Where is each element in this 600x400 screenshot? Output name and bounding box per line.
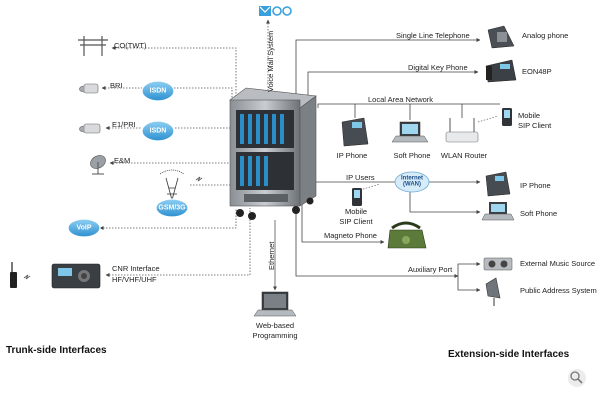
- label-web-2: Programming: [252, 331, 298, 340]
- line-lan-bus: [317, 103, 500, 108]
- label-magneto: Magneto Phone: [324, 231, 377, 240]
- e1pri-cable-icon: [79, 123, 101, 134]
- label-wlan: WLAN Router: [440, 151, 488, 160]
- label-aux: Auxiliary Port: [408, 265, 453, 274]
- gsm-cloud-icon: [155, 198, 189, 218]
- label-mobile-sip-1b: SIP Client: [518, 121, 552, 130]
- label-mobile-sip-2b: SIP Client: [339, 217, 373, 226]
- wireless-hints: [359, 115, 499, 191]
- label-ip-users: IP Users: [346, 173, 375, 182]
- label-eon: EON48P: [522, 67, 552, 76]
- em-antenna-icon: [90, 155, 106, 175]
- label-voicemail: Voice Mail System: [266, 30, 275, 92]
- line-pa: [457, 276, 481, 292]
- label-pa: Public Address System: [520, 286, 597, 295]
- line-magneto: [301, 200, 385, 244]
- extension-side-caption: Extension-side Interfaces: [448, 349, 570, 360]
- label-softphone-lan: Soft Phone: [393, 151, 431, 160]
- line-digital: [307, 70, 479, 96]
- label-co: CO(TWT): [114, 41, 147, 50]
- speaker-icon: [485, 277, 501, 306]
- label-softphone-wan: Soft Phone: [520, 209, 558, 218]
- gsm-tower-icon: [159, 169, 203, 201]
- line-ext-music: [457, 262, 481, 276]
- cabinet-icon: [229, 87, 317, 220]
- label-internet: Internet (WAN): [401, 176, 423, 189]
- label-ext-music: External Music Source: [520, 259, 596, 268]
- zoom-icon[interactable]: [568, 369, 586, 387]
- line-single: [295, 38, 481, 96]
- web-laptop-icon: [253, 291, 297, 317]
- line-co: [111, 46, 237, 100]
- bri-cable-icon: [79, 83, 99, 94]
- magneto-phone-icon: [387, 221, 427, 249]
- label-ipphone-lan: IP Phone: [336, 151, 368, 160]
- label-web-1: Web-based: [255, 321, 295, 330]
- label-ethernet: Ethernet: [267, 241, 276, 270]
- line-aux: [295, 205, 459, 278]
- label-mobile-sip-2a: Mobile: [344, 207, 368, 216]
- ip-phone-wan-icon: [485, 171, 511, 197]
- line-cnr: [105, 208, 251, 277]
- label-cnr-2: HF/VHF/UHF: [112, 275, 157, 284]
- ip-phone-icon: [341, 117, 369, 147]
- label-cnr-1: CNR Interface: [112, 264, 160, 273]
- center-connections: [266, 19, 277, 291]
- handheld-radio-icon: [10, 262, 31, 288]
- label-bri: BRI: [110, 81, 123, 90]
- label-digital-key: Digital Key Phone: [408, 63, 468, 72]
- label-gsm: GSM/3G: [158, 204, 186, 212]
- voicemail-logo-icon: [259, 6, 292, 16]
- label-analog: Analog phone: [522, 31, 569, 40]
- laptop-wan-icon: [481, 202, 515, 221]
- music-source-icon: [483, 257, 513, 271]
- label-mobile-sip-1a: Mobile: [518, 111, 541, 120]
- label-internet-b: (WAN): [402, 182, 421, 188]
- label-isdn-1: ISDN: [149, 87, 167, 95]
- radio-icon: [51, 263, 101, 289]
- isdn-cloud-icon: [141, 80, 175, 142]
- label-e1pri: E1/PRI: [112, 120, 136, 129]
- trunk-side-caption: Trunk-side Interfaces: [6, 345, 107, 356]
- label-voip: VoIP: [76, 224, 92, 232]
- mobile-icon: [352, 108, 512, 206]
- label-single-line: Single Line Telephone: [396, 31, 470, 40]
- line-wan-soft: [409, 190, 481, 214]
- line-voip: [99, 208, 237, 230]
- extension-connections: [295, 38, 500, 292]
- label-lan: Local Area Network: [368, 95, 434, 104]
- laptop-icon: [391, 121, 429, 143]
- label-em: E&M: [114, 156, 131, 165]
- label-internet-a: Internet: [400, 175, 424, 182]
- voip-cloud-icon: [67, 218, 101, 238]
- label-ipphone-wan: IP Phone: [520, 181, 551, 190]
- telephone-pole-icon: [78, 36, 108, 56]
- analog-phone-icon: [487, 25, 515, 49]
- label-isdn-2: ISDN: [149, 127, 167, 135]
- internet-cloud-icon: [394, 171, 430, 193]
- key-phone-icon: [485, 59, 517, 83]
- wlan-router-icon: [445, 118, 479, 143]
